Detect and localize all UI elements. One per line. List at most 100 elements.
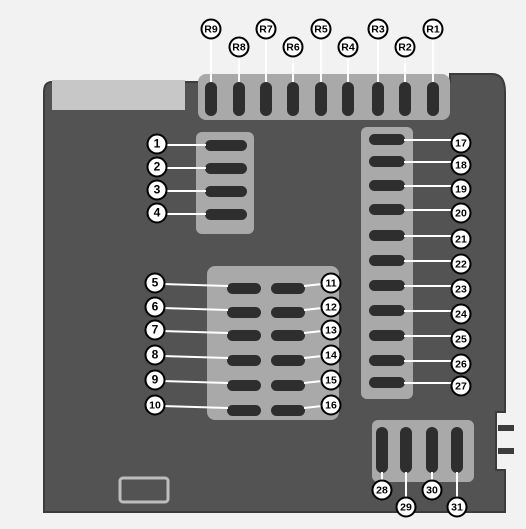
fuse-label-12-circle — [320, 296, 342, 318]
fuse-label-27-circle — [450, 375, 472, 397]
relay-label-r6-circle — [282, 36, 304, 58]
fuse-28 — [376, 427, 388, 473]
fuse-label-11: 11 — [320, 272, 342, 294]
fuse-label-3-text: 3 — [154, 183, 161, 197]
fuse-31 — [451, 427, 463, 473]
fuse-label-15-circle — [320, 369, 342, 391]
relay-label-r9-text: R9 — [204, 23, 218, 35]
fuse-label-3: 3 — [146, 179, 168, 201]
housing-notch-right-2 — [498, 448, 514, 454]
fuse-label-29-text: 29 — [400, 501, 412, 513]
fuse-label-20: 20 — [450, 202, 472, 224]
relay-label-r5: R5 — [310, 18, 332, 40]
fuse-label-28-text: 28 — [376, 484, 388, 496]
fuse-label-22-circle — [450, 253, 472, 275]
fuse-label-23-text: 23 — [455, 283, 467, 295]
relay-label-r7-text: R7 — [259, 23, 273, 35]
fuse-3 — [205, 186, 247, 197]
fuse-label-6-circle — [144, 296, 166, 318]
fuse-label-21-circle — [450, 228, 472, 250]
fuse-label-5: 5 — [144, 272, 166, 294]
fuse-label-17-text: 17 — [455, 137, 467, 149]
fuse-label-5-circle — [144, 272, 166, 294]
fuse-label-26-circle — [450, 353, 472, 375]
fuse-leader-13 — [303, 330, 323, 334]
fuse-label-4-text: 4 — [154, 206, 161, 220]
fuse-label-4-circle — [146, 202, 168, 224]
fuse-17 — [369, 134, 405, 145]
fuse-1 — [205, 140, 247, 151]
fuse-label-13-text: 13 — [325, 324, 337, 336]
fuse-label-1-text: 1 — [154, 137, 161, 151]
relay-label-r2: R2 — [394, 36, 416, 58]
fuse-label-8: 8 — [144, 344, 166, 366]
fuse-label-16-text: 16 — [325, 399, 337, 411]
fuse-label-1: 1 — [146, 133, 168, 155]
fuse-8 — [227, 355, 261, 366]
fuse-label-12-text: 12 — [325, 301, 337, 313]
fuse-label-9-circle — [144, 369, 166, 391]
fuse-26 — [369, 355, 405, 366]
fuse-label-11-circle — [320, 272, 342, 294]
relay-label-r2-circle — [394, 36, 416, 58]
fuse-label-28: 28 — [371, 479, 393, 501]
fuse-label-20-circle — [450, 202, 472, 224]
fuse-leader-11 — [303, 283, 323, 287]
fuse-leader-12 — [303, 307, 323, 311]
fuse-14 — [271, 355, 305, 366]
relay-label-r5-text: R5 — [314, 23, 328, 35]
fuse-label-12: 12 — [320, 296, 342, 318]
relay-label-r7-circle — [255, 18, 277, 40]
relay-label-r3-circle — [367, 18, 389, 40]
fuse-label-18-text: 18 — [455, 159, 467, 171]
relay-label-r7: R7 — [255, 18, 277, 40]
fuse-leader-15 — [303, 380, 323, 384]
relay-label-r1-circle — [422, 18, 444, 40]
relay-label-r3-text: R3 — [371, 23, 385, 35]
fuse-label-31: 31 — [446, 496, 468, 518]
fuse-10 — [227, 405, 261, 416]
fuse-label-23-circle — [450, 278, 472, 300]
fuse-label-6: 6 — [144, 296, 166, 318]
fuse-label-18-circle — [450, 154, 472, 176]
fuse-11 — [271, 283, 305, 294]
fuse-label-5-text: 5 — [152, 276, 159, 290]
relay-label-r6-text: R6 — [286, 41, 300, 53]
fuse-label-4: 4 — [146, 202, 168, 224]
fuse-leader-5 — [161, 283, 229, 287]
fuse-label-3-circle — [146, 179, 168, 201]
fuse-label-29-circle — [395, 496, 417, 518]
relay-label-r4-text: R4 — [341, 41, 355, 53]
fuse-leader-9 — [161, 380, 229, 384]
relay-r4 — [342, 82, 354, 116]
fuse-4 — [205, 209, 247, 220]
relay-label-r2-text: R2 — [398, 41, 412, 53]
fuse-label-24: 24 — [450, 303, 472, 325]
fuse-label-25: 25 — [450, 328, 472, 350]
fuse-7 — [227, 330, 261, 341]
relay-r8 — [233, 82, 245, 116]
fuse-25 — [369, 330, 405, 341]
fuse-leader-16 — [303, 405, 323, 409]
fuse-label-24-circle — [450, 303, 472, 325]
fuse-19 — [369, 180, 405, 191]
fuse-label-2: 2 — [146, 156, 168, 178]
fuse-2 — [205, 163, 247, 174]
housing-notch-right-1 — [498, 425, 514, 431]
fuse-label-9-text: 9 — [152, 373, 159, 387]
fuse-leader-8 — [161, 355, 229, 359]
fuse-30 — [426, 427, 438, 473]
fuse-label-26: 26 — [450, 353, 472, 375]
fuse-21 — [369, 230, 405, 241]
relay-r7 — [260, 82, 272, 116]
fuse-layer — [205, 82, 463, 473]
fuse-18 — [369, 156, 405, 167]
fuse-label-7-circle — [144, 319, 166, 341]
fuse-label-14-circle — [320, 344, 342, 366]
fuse-leader-6 — [161, 307, 229, 311]
fuse-23 — [369, 280, 405, 291]
fuse-13 — [271, 330, 305, 341]
fuse-label-7-text: 7 — [152, 323, 159, 337]
fuse-label-10-circle — [144, 394, 166, 416]
